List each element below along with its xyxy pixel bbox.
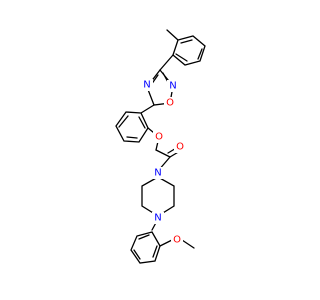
svg-text:O: O xyxy=(166,98,174,109)
atom-o-methoxy: O xyxy=(171,234,183,246)
ch2-carbonyl-bond xyxy=(155,149,171,158)
svg-text:O: O xyxy=(176,142,184,153)
atom-label-layer: N N O O O N N O xyxy=(141,79,186,246)
piperazine-ring xyxy=(141,176,175,217)
phenyl-double-bonds xyxy=(118,115,146,139)
methoxy-o-bond xyxy=(159,239,173,247)
svg-text:O: O xyxy=(173,235,181,246)
methyl-bond xyxy=(166,29,179,41)
atom-n-piperazine-top: N xyxy=(152,167,164,179)
atom-o-oxadiazole: O xyxy=(164,97,176,109)
svg-text:N: N xyxy=(154,213,161,224)
tolyl-double-bonds xyxy=(175,39,203,62)
methoxyphenyl-double-bonds xyxy=(133,234,158,260)
molecule-structure: N N O O O N N O xyxy=(115,29,206,264)
atom-n-oxadiazole-right: N xyxy=(167,80,179,92)
atom-n-piperazine-bottom: N xyxy=(152,212,164,224)
atom-o-ether: O xyxy=(153,131,165,143)
tolyl-oxadiazole-bond xyxy=(159,54,174,71)
svg-text:N: N xyxy=(169,81,176,92)
svg-text:O: O xyxy=(155,132,163,143)
bond-layer xyxy=(115,29,206,264)
svg-text:N: N xyxy=(143,80,150,91)
atom-n-oxadiazole-top: N xyxy=(141,79,153,91)
oxadiazole-phenyl-bond xyxy=(140,104,155,114)
svg-text:N: N xyxy=(154,168,161,179)
atom-o-carbonyl: O xyxy=(174,141,186,153)
methoxy-ch3-bond xyxy=(181,239,195,249)
